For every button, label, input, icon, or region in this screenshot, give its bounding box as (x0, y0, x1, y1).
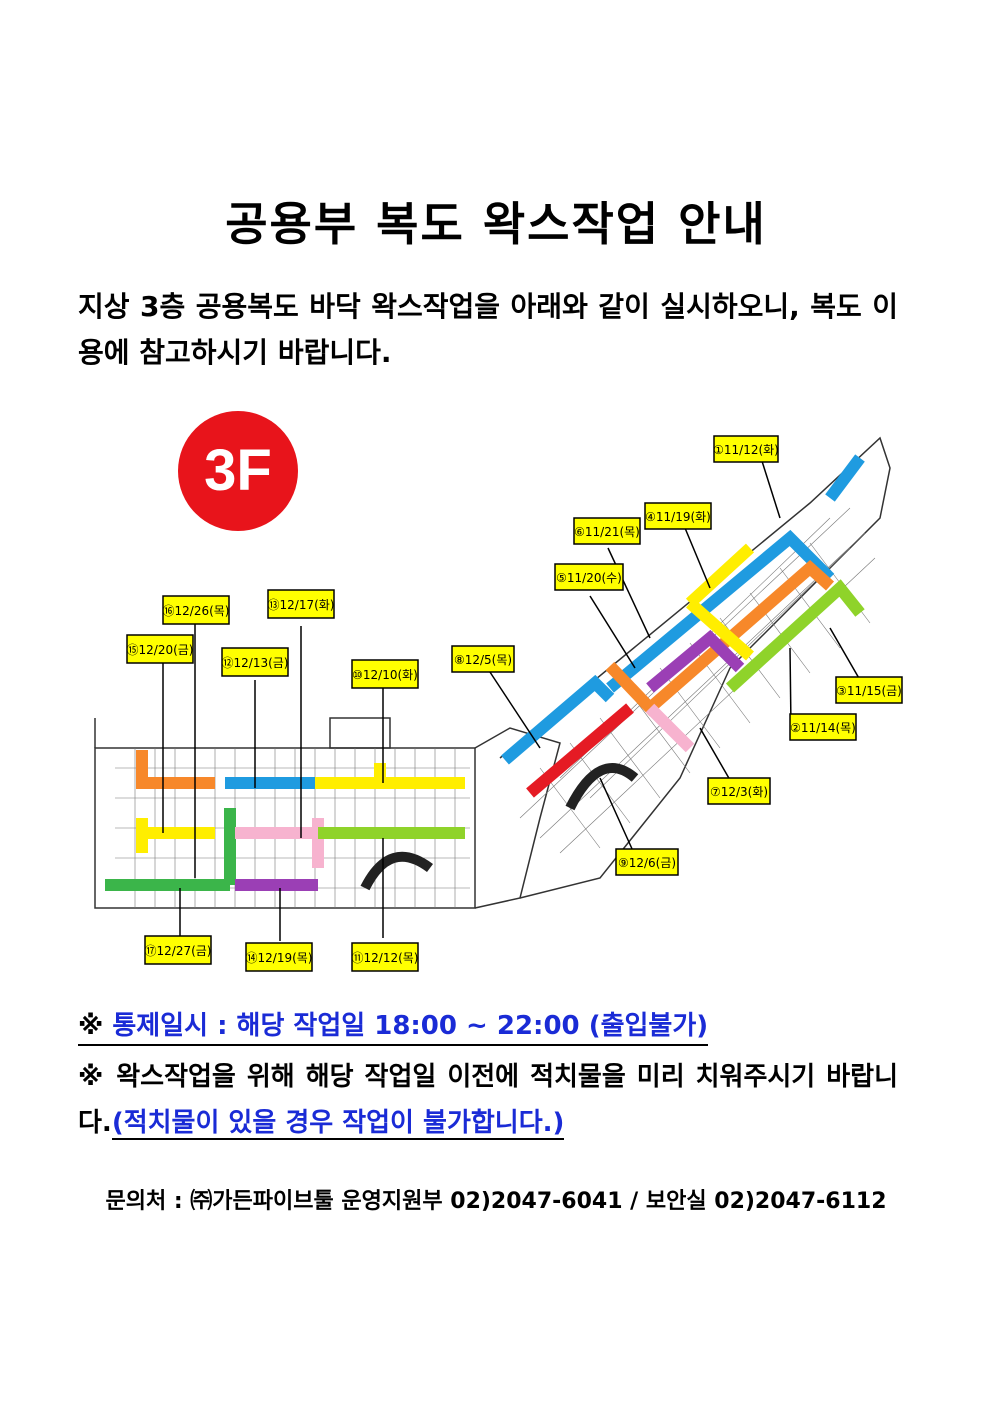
corridor-blue-diag (501, 454, 865, 765)
label-7: ⑦12/3(화) (707, 777, 771, 805)
clearance-note: ※ 왁스작업을 위해 해당 작업일 이전에 적치물을 미리 치워주시기 바랍니다… (78, 1054, 898, 1146)
label-11: ⑪12/12(목) (351, 942, 419, 972)
control-time-note: ※ 통제일시 : 해당 작업일 18:00 ~ 22:00 (출입불가) (78, 1005, 709, 1046)
label-12: ⑫12/13(금) (221, 647, 289, 677)
corridor-orange-left (136, 750, 215, 789)
label-8: ⑧12/5(목) (451, 645, 515, 673)
clearance-warning: (적치물이 있을 경우 작업이 불가합니다.) (111, 1108, 565, 1140)
svg-text:①11/12(화): ①11/12(화) (713, 443, 779, 457)
label-10: ⑩12/10(화) (351, 659, 419, 689)
label-3: ③11/15(금) (835, 676, 903, 704)
clearance-text: ※ 왁스작업을 위해 해당 작업일 이전에 적치물을 미리 치워주시기 바랍니다… (78, 1062, 898, 1138)
corridor-yellow-top (315, 763, 465, 789)
svg-text:⑪12/12(목): ⑪12/12(목) (352, 951, 419, 965)
label-2: ②11/14(목) (789, 713, 857, 741)
label-9: ⑨12/6(금) (615, 848, 679, 876)
floor-badge: 3F (204, 438, 272, 503)
control-time-text: 통제일시 : 해당 작업일 18:00 ~ 22:00 (출입불가) (112, 1011, 709, 1041)
label-14: ⑭12/19(목) (245, 942, 313, 972)
corridors-diagonal (501, 454, 865, 798)
svg-text:⑦12/3(화): ⑦12/3(화) (710, 785, 768, 799)
svg-text:⑧12/5(목): ⑧12/5(목) (454, 653, 512, 667)
svg-text:④11/19(화): ④11/19(화) (645, 510, 711, 524)
svg-text:③11/15(금): ③11/15(금) (836, 684, 902, 698)
svg-text:⑭12/19(목): ⑭12/19(목) (246, 951, 313, 965)
floor-badge-circle (178, 411, 298, 531)
corridor-red-diag (526, 703, 634, 798)
svg-text:⑥11/21(목): ⑥11/21(목) (574, 525, 640, 539)
svg-text:⑯12/26(목): ⑯12/26(목) (163, 604, 230, 618)
svg-text:②11/14(목): ②11/14(목) (790, 721, 856, 735)
page-title: 공용부 복도 왁스작업 안내 (225, 197, 767, 251)
label-5: ⑤11/20(수) (554, 563, 624, 591)
corridor-yellow-left (136, 818, 215, 853)
date-labels: ①11/12(화) ②11/14(목) ③11/15(금) ④11/19(화) … (126, 435, 903, 972)
label-1: ①11/12(화) (713, 435, 779, 463)
label-4: ④11/19(화) (644, 502, 712, 530)
label-13: ⑬12/17(화) (267, 589, 335, 619)
corridor-pink (235, 818, 324, 868)
contact-info: 문의처 : ㈜가든파이브툴 운영지원부 02)2047-6041 / 보안실 0… (105, 1189, 887, 1214)
corridors-left (105, 750, 465, 891)
svg-text:⑰12/27(금): ⑰12/27(금) (145, 944, 212, 958)
note-mark: ※ (78, 1011, 104, 1041)
intro-text: 지상 3층 공용복도 바닥 왁스작업을 아래와 같이 실시하오니, 복도 이용에… (78, 290, 898, 369)
label-17: ⑰12/27(금) (144, 935, 212, 965)
svg-text:⑮12/20(금): ⑮12/20(금) (127, 643, 194, 657)
label-16: ⑯12/26(목) (162, 595, 230, 625)
svg-text:⑫12/13(금): ⑫12/13(금) (222, 656, 289, 670)
corridor-purple-diag (646, 629, 745, 693)
corridor-pink-diag (645, 703, 695, 753)
leader-lines (162, 457, 861, 941)
label-15: ⑮12/20(금) (126, 634, 194, 664)
corridor-green-diag (725, 579, 865, 693)
svg-text:⑬12/17(화): ⑬12/17(화) (268, 598, 335, 612)
svg-text:⑩12/10(화): ⑩12/10(화) (352, 668, 418, 682)
svg-text:⑤11/20(수): ⑤11/20(수) (556, 571, 622, 585)
label-6: ⑥11/21(목) (573, 517, 641, 545)
corridor-yellow-diag (685, 543, 755, 661)
svg-text:⑨12/6(금): ⑨12/6(금) (618, 856, 676, 870)
floor-map: 3F ①11/12(화) ②11/14(목) ③11/15(금) ④11/19(… (94, 411, 903, 972)
ramps (360, 763, 639, 891)
corridor-darkgreen-left (105, 808, 236, 891)
